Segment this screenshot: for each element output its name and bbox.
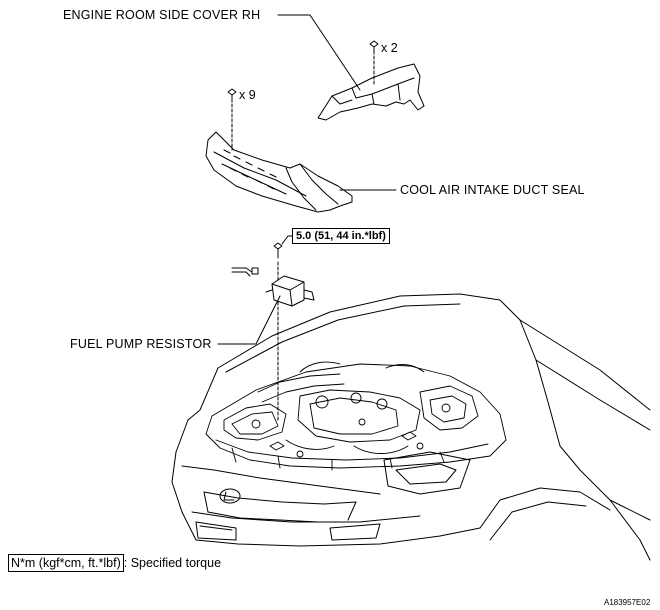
duct-seal-part (205, 131, 353, 213)
resistor-connector (231, 267, 259, 277)
torque-legend: N*m (kgf*cm, ft.*lbf): Specified torque (8, 554, 222, 572)
resistor-bolt (273, 235, 293, 421)
side-cover-qty: x 2 (381, 41, 398, 55)
side-cover-part (317, 63, 425, 121)
side-cover-label: ENGINE ROOM SIDE COVER RH (63, 8, 261, 22)
duct-seal-clip (227, 88, 237, 151)
side-cover-leader (277, 14, 361, 91)
duct-seal-label: COOL AIR INTAKE DUCT SEAL (400, 183, 585, 197)
fuel-pump-resistor-part (265, 275, 315, 307)
fuel-pump-resistor-label: FUEL PUMP RESISTOR (70, 337, 212, 351)
torque-value: 5.0 (51, 44 in.*lbf) (292, 228, 390, 244)
side-cover-bolt (369, 40, 379, 85)
engine-compartment (205, 361, 507, 471)
duct-seal-qty: x 9 (239, 88, 256, 102)
vehicle-outline (171, 293, 651, 561)
torque-legend-text: : Specified torque (123, 556, 222, 570)
torque-unit: N*m (kgf*cm, ft.*lbf) (8, 554, 124, 572)
resistor-leader (217, 295, 281, 345)
figure-code: A183957E02 (604, 598, 651, 607)
